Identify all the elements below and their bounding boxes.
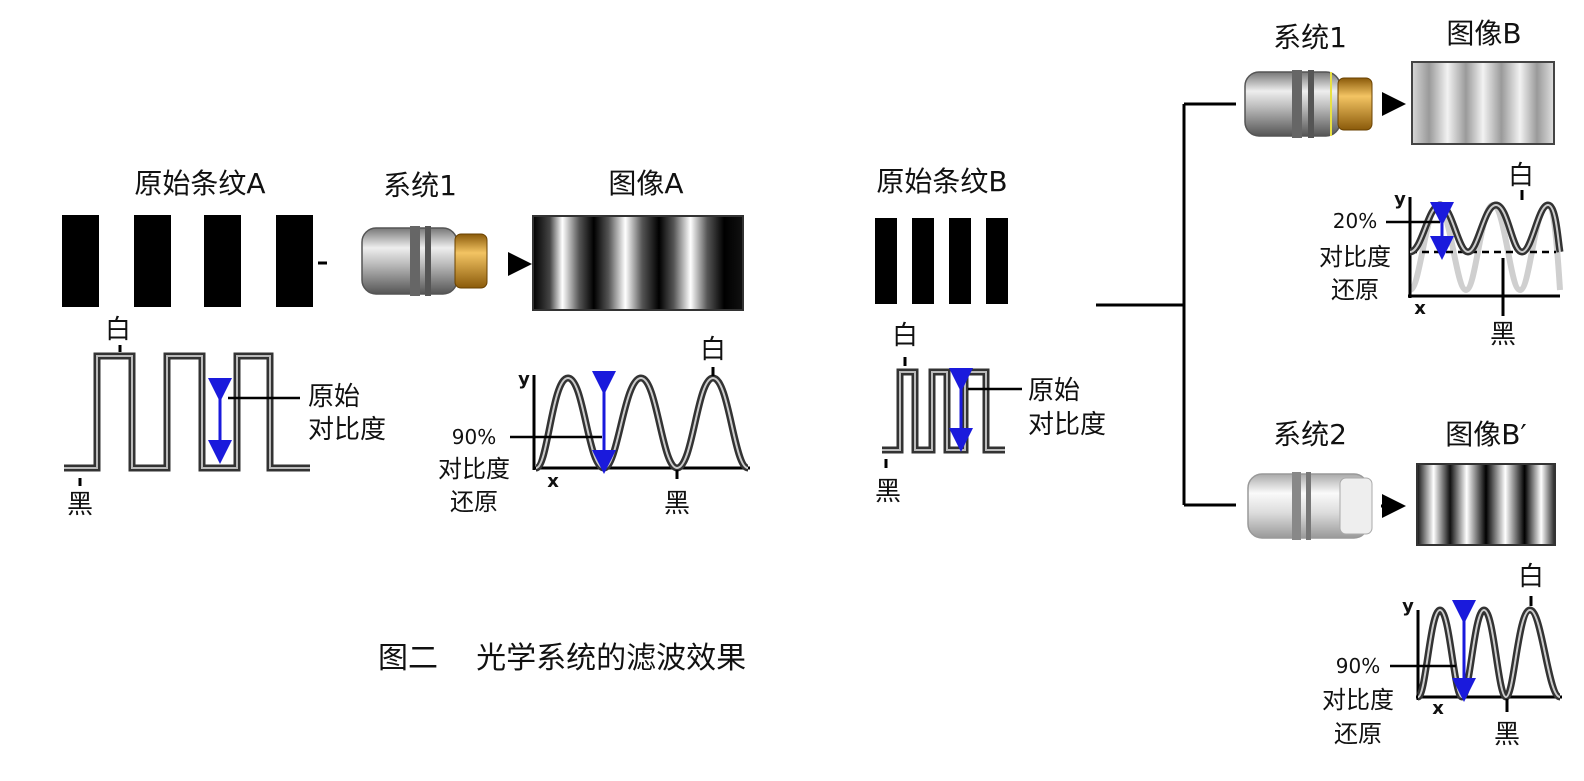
- sine-a-percent: 90%: [452, 425, 496, 449]
- square-b-orig-line2: 对比度: [1028, 410, 1106, 440]
- sine-b-white: 白: [1508, 161, 1534, 191]
- sine-bp-restore-line2: 还原: [1334, 720, 1382, 748]
- image-b-grating: [1411, 61, 1555, 145]
- sine-bp-percent: 90%: [1336, 654, 1380, 678]
- stripe-pattern-b: [875, 218, 1008, 304]
- sine-b-black: 黑: [1490, 320, 1516, 350]
- sine-b-y-label: y: [1394, 189, 1406, 210]
- sine-bp-black: 黑: [1494, 720, 1520, 750]
- image-a-title: 图像A: [608, 167, 683, 200]
- objective-lens-top-icon: [1244, 70, 1373, 138]
- square-a-black: 黑: [67, 490, 93, 520]
- image-a-grating: [532, 215, 744, 311]
- square-a-orig-line2: 对比度: [308, 415, 386, 445]
- sine-a-restore-line1: 对比度: [438, 455, 510, 483]
- sine-bp-y-label: y: [1402, 596, 1414, 617]
- square-wave-a: [64, 345, 310, 486]
- objective-lens-bottom-icon: [1247, 472, 1373, 540]
- system1-left-label: 系统1: [383, 169, 457, 202]
- stripe-pattern-a: [62, 215, 327, 307]
- square-wave-b: [882, 357, 1022, 468]
- sine-b-x-label: x: [1414, 298, 1426, 319]
- image-b-prime-title: 图像B′: [1445, 418, 1527, 451]
- sine-a-white: 白: [700, 335, 726, 365]
- system2-label: 系统2: [1273, 418, 1347, 451]
- sine-bp-x-label: x: [1432, 698, 1444, 719]
- sine-bp-restore-line1: 对比度: [1322, 686, 1394, 714]
- sine-wave-a: [510, 367, 750, 479]
- image-b-prime-grating: [1416, 463, 1556, 546]
- sine-b-restore-line2: 还原: [1331, 276, 1379, 304]
- image-b-title: 图像B: [1446, 17, 1521, 50]
- figure-caption: 图二 光学系统的滤波效果: [378, 641, 746, 676]
- pattern-a-title: 原始条纹A: [134, 167, 265, 200]
- square-b-orig-line1: 原始: [1028, 376, 1080, 406]
- sine-a-y-label: y: [518, 369, 530, 390]
- pattern-b-title: 原始条纹B: [876, 165, 1007, 198]
- sine-wave-b-prime: [1390, 596, 1562, 712]
- square-a-orig-line1: 原始: [308, 382, 360, 412]
- objective-lens-icon: [361, 226, 488, 296]
- sine-a-restore-line2: 还原: [450, 488, 498, 516]
- sine-bp-white: 白: [1518, 562, 1544, 592]
- square-b-black: 黑: [875, 477, 901, 507]
- system1-right-label: 系统1: [1273, 21, 1347, 54]
- branch-connector: [1096, 102, 1236, 507]
- sine-a-black: 黑: [664, 489, 690, 519]
- sine-wave-b: [1386, 190, 1564, 316]
- sine-a-x-label: x: [547, 471, 559, 492]
- sine-b-percent: 20%: [1333, 209, 1377, 233]
- square-b-white: 白: [892, 321, 918, 351]
- square-a-white: 白: [105, 315, 131, 345]
- sine-b-restore-line1: 对比度: [1319, 243, 1391, 271]
